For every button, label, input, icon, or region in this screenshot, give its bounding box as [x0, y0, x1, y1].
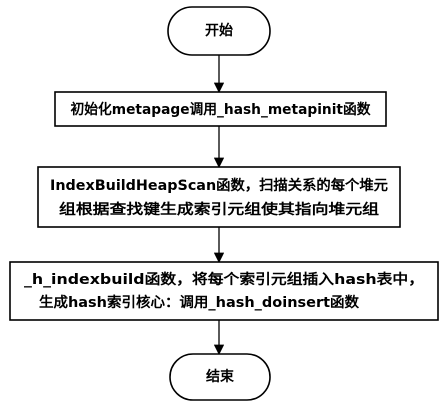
indexbuild-label-line1: _h_indexbuild函数，将每个索引元组插入hash表中， — [24, 271, 424, 288]
heapscan-step: IndexBuildHeapScan函数，扫描关系的每个堆元 组根据查找键生成索… — [37, 166, 401, 228]
indexbuild-label-line2: 生成hash索引核心：调用_hash_doinsert函数 — [39, 294, 360, 311]
indexbuild-box — [9, 261, 439, 321]
init-metapage-box — [54, 91, 387, 127]
end-terminator-shape — [169, 353, 271, 401]
end-node: 结束 — [169, 353, 271, 401]
heapscan-box — [37, 166, 401, 228]
start-label: 开始 — [205, 22, 233, 39]
end-label: 结束 — [206, 368, 235, 385]
indexbuild-step: _h_indexbuild函数，将每个索引元组插入hash表中， 生成hash索… — [9, 261, 439, 321]
heapscan-label-line2: 组根据查找键生成索引元组使其指向堆元组 — [59, 201, 379, 218]
heapscan-label-line1: IndexBuildHeapScan函数，扫描关系的每个堆元 — [50, 177, 388, 194]
init-metapage-step: 初始化metapage调用_hash_metapinit函数 — [54, 91, 387, 127]
init-metapage-label: 初始化metapage调用_hash_metapinit函数 — [71, 101, 372, 118]
start-node: 开始 — [167, 6, 271, 56]
